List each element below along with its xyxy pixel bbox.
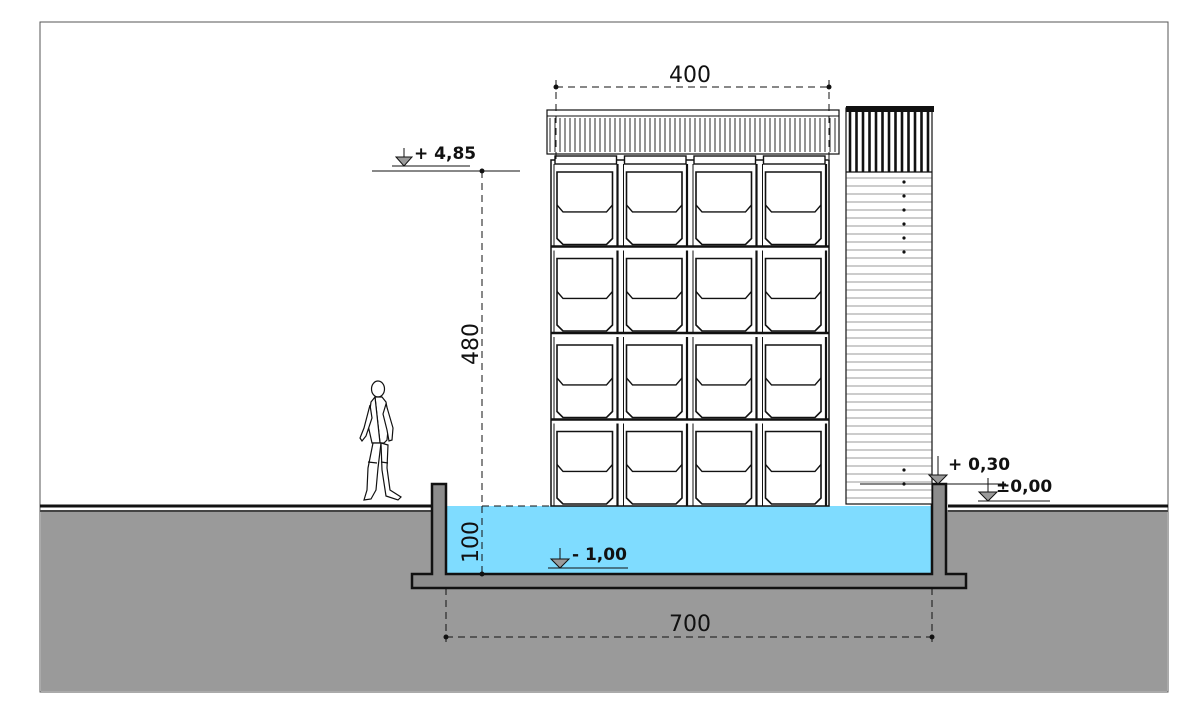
crate-lip (693, 155, 757, 165)
dim-label-100: 100 (459, 521, 484, 563)
water-basin (446, 506, 932, 574)
stair-dot (902, 208, 906, 212)
stair-dot (902, 236, 906, 240)
level-triangle-icon (977, 491, 999, 502)
dim-basin-width: 700 (443, 588, 935, 642)
stair-dot (902, 194, 906, 198)
dim-module-height: 480 (372, 168, 551, 507)
storage-crate (692, 164, 758, 247)
storage-crate (623, 250, 689, 333)
crate-lip (554, 155, 618, 165)
dim-label-700: 700 (669, 612, 711, 637)
level-marker-top: + 4,85 (392, 144, 476, 167)
crate-lip (623, 155, 687, 165)
storage-crate (692, 250, 758, 333)
stair-dot (902, 180, 906, 184)
level-label-ground: ±0,00 (996, 477, 1052, 497)
staircase (845, 106, 934, 505)
level-marker-ground: ±0,00 (977, 477, 1052, 502)
level-label-top: + 4,85 (414, 144, 476, 164)
storage-crate (762, 164, 828, 247)
storage-crate (623, 423, 689, 506)
storage-crate (762, 250, 828, 333)
stair-dot (902, 250, 906, 254)
storage-crate (762, 337, 828, 420)
level-label-basin-edge: + 0,30 (948, 455, 1010, 475)
storage-crate (692, 423, 758, 506)
storage-crate (553, 250, 619, 333)
top-railing (546, 109, 840, 155)
stair-dot (902, 222, 906, 226)
dim-label-400: 400 (669, 63, 711, 88)
level-marker-basin-floor: - 1,00 (548, 545, 628, 569)
storage-crate (623, 164, 689, 247)
storage-crate (553, 337, 619, 420)
level-marker-basin-edge: + 0,30 (860, 455, 1010, 485)
level-triangle-icon (394, 156, 414, 167)
dim-module-width: 400 (553, 63, 832, 160)
storage-crate (553, 423, 619, 506)
storage-crate (692, 337, 758, 420)
stair-dot (902, 468, 906, 472)
storage-crate (623, 337, 689, 420)
storage-crate (553, 164, 619, 247)
level-label-basin-floor: - 1,00 (572, 545, 627, 565)
basin-concrete (410, 482, 968, 590)
module-structure (550, 155, 830, 507)
storage-crate (762, 423, 828, 506)
walking-person-figure (359, 380, 402, 501)
stair-landing (846, 106, 934, 112)
dim-basin-depth: 100 (459, 506, 485, 577)
crate-lip (762, 155, 826, 165)
dim-label-480: 480 (459, 323, 484, 365)
level-triangle-icon (927, 474, 949, 485)
level-triangle-icon (549, 558, 571, 569)
